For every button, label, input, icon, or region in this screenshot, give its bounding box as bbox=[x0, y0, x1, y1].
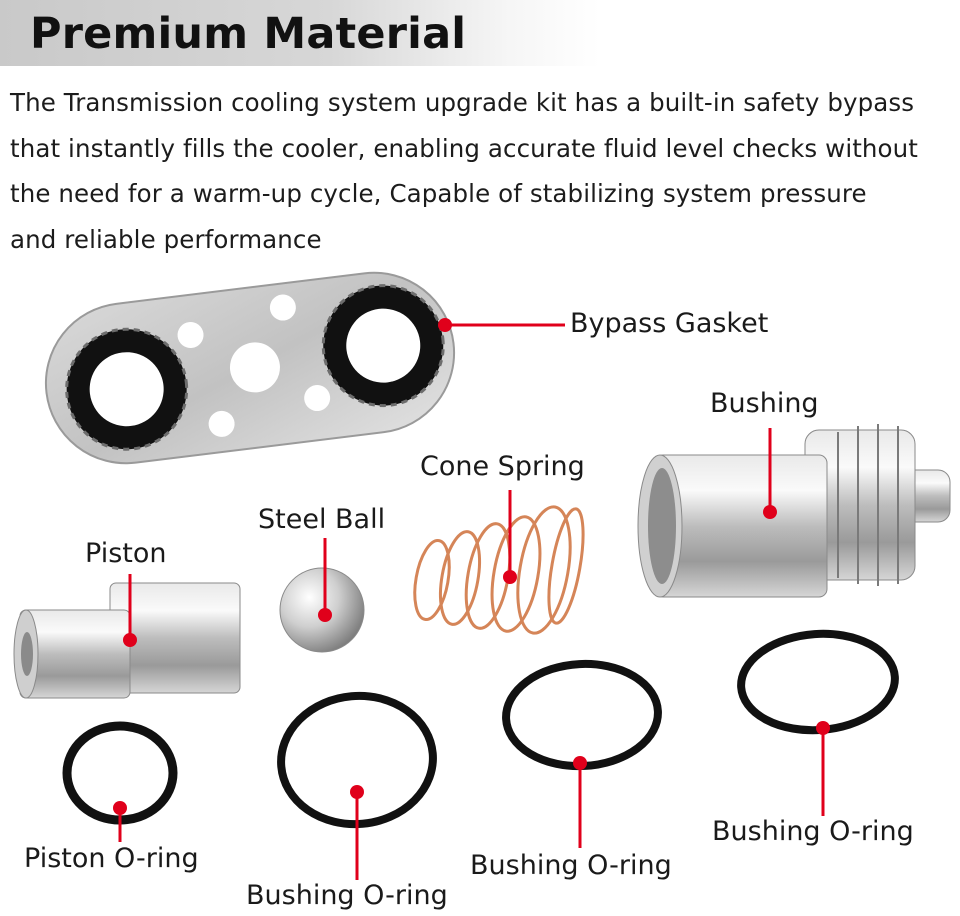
bushing-oring-3-part bbox=[737, 629, 899, 735]
bushing-oring-2-part bbox=[502, 659, 662, 771]
label-bushing: Bushing bbox=[710, 388, 819, 419]
callout-dot-spring bbox=[503, 570, 517, 584]
callout-dot-oring-3 bbox=[816, 721, 830, 735]
callout-dot-gasket bbox=[438, 318, 452, 332]
callout-dot-piston bbox=[123, 633, 137, 647]
callout-dot-piston-oring bbox=[113, 801, 127, 815]
cone-spring-part bbox=[413, 505, 585, 635]
description-line: that instantly fills the cooler, enablin… bbox=[10, 133, 918, 163]
piston-part bbox=[13, 582, 241, 699]
description-line: and reliable performance bbox=[10, 224, 322, 254]
callout-dot-bushing bbox=[763, 505, 777, 519]
label-bushing-oring-2: Bushing O-ring bbox=[470, 850, 672, 881]
callout-dot-oring-2 bbox=[573, 756, 587, 770]
label-bushing-oring-1: Bushing O-ring bbox=[246, 880, 448, 911]
label-cone-spring: Cone Spring bbox=[420, 451, 585, 482]
description-line: the need for a warm-up cycle, Capable of… bbox=[10, 179, 867, 208]
callout-dot-ball bbox=[318, 608, 332, 622]
label-steel-ball: Steel Ball bbox=[258, 504, 386, 535]
title-banner bbox=[0, 0, 600, 66]
label-piston-oring: Piston O-ring bbox=[24, 843, 199, 874]
label-bushing-oring-3: Bushing O-ring bbox=[712, 816, 914, 847]
description-line: The Transmission cooling system upgrade … bbox=[10, 88, 915, 117]
bushing-part bbox=[637, 424, 951, 598]
page-title: Premium Material bbox=[30, 9, 467, 59]
label-piston: Piston bbox=[85, 538, 167, 569]
bushing-oring-1-part bbox=[277, 691, 437, 829]
bypass-gasket-part bbox=[44, 271, 456, 465]
description: The Transmission cooling system upgrade … bbox=[10, 80, 960, 262]
callout-dot-oring-1 bbox=[350, 785, 364, 799]
label-bypass-gasket: Bypass Gasket bbox=[570, 308, 769, 339]
